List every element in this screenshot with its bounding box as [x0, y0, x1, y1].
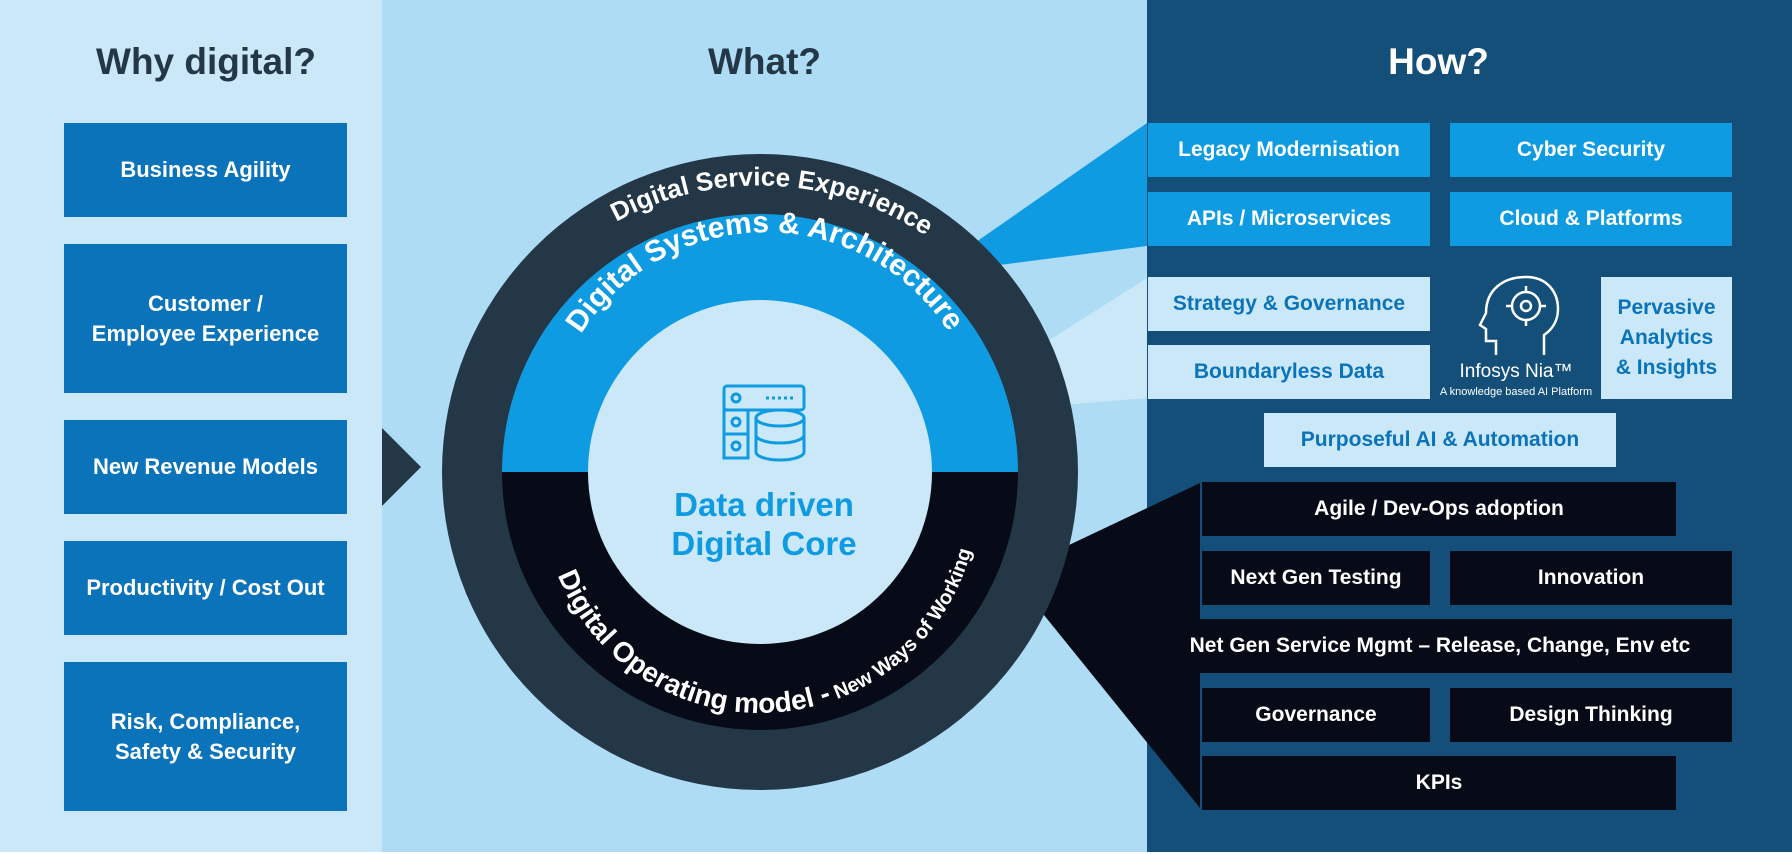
why-item-productivity: Productivity / Cost Out [64, 541, 347, 635]
chevron-right-icon [382, 428, 421, 506]
how-heading: How? [1388, 41, 1489, 82]
core-label: Data driven Digital Core [638, 485, 890, 563]
how-boundaryless-data: Boundaryless Data [1148, 345, 1430, 399]
why-item-business-agility: Business Agility [64, 123, 347, 217]
how-innovation: Innovation [1450, 551, 1732, 605]
database-server-icon [722, 384, 806, 462]
why-heading: Why digital? [96, 41, 316, 82]
how-next-gen-testing: Next Gen Testing [1202, 551, 1430, 605]
why-item-revenue-models: New Revenue Models [64, 420, 347, 514]
why-item-risk-compliance: Risk, Compliance, Safety & Security [64, 662, 347, 811]
data-core [588, 300, 932, 644]
what-heading: What? [707, 41, 822, 82]
core-line-2: Digital Core [671, 525, 857, 562]
how-legacy-modernisation: Legacy Modernisation [1148, 123, 1430, 177]
architecture-connector [930, 123, 1147, 274]
how-agile-devops: Agile / Dev-Ops adoption [1202, 482, 1676, 536]
how-purposeful-ai: Purposeful AI & Automation [1264, 413, 1616, 467]
how-kpis: KPIs [1202, 756, 1676, 810]
why-item-customer-experience: Customer / Employee Experience [64, 244, 347, 393]
how-cyber-security: Cyber Security [1450, 123, 1732, 177]
nia-tagline: A knowledge based AI Platform [1439, 386, 1593, 398]
how-governance: Governance [1202, 688, 1430, 742]
ai-head-icon [1478, 275, 1560, 355]
infosys-nia-label: Infosys Nia™ A knowledge based AI Platfo… [1432, 360, 1600, 400]
nia-name: Infosys Nia™ [1459, 361, 1573, 382]
core-line-1: Data driven [674, 486, 854, 523]
how-design-thinking: Design Thinking [1450, 688, 1732, 742]
how-cloud-platforms: Cloud & Platforms [1450, 192, 1732, 246]
how-apis-microservices: APIs / Microservices [1148, 192, 1430, 246]
how-service-mgmt: Net Gen Service Mgmt – Release, Change, … [1148, 619, 1732, 673]
how-pervasive-analytics: Pervasive Analytics & Insights [1601, 277, 1732, 399]
how-strategy-governance: Strategy & Governance [1148, 277, 1430, 331]
